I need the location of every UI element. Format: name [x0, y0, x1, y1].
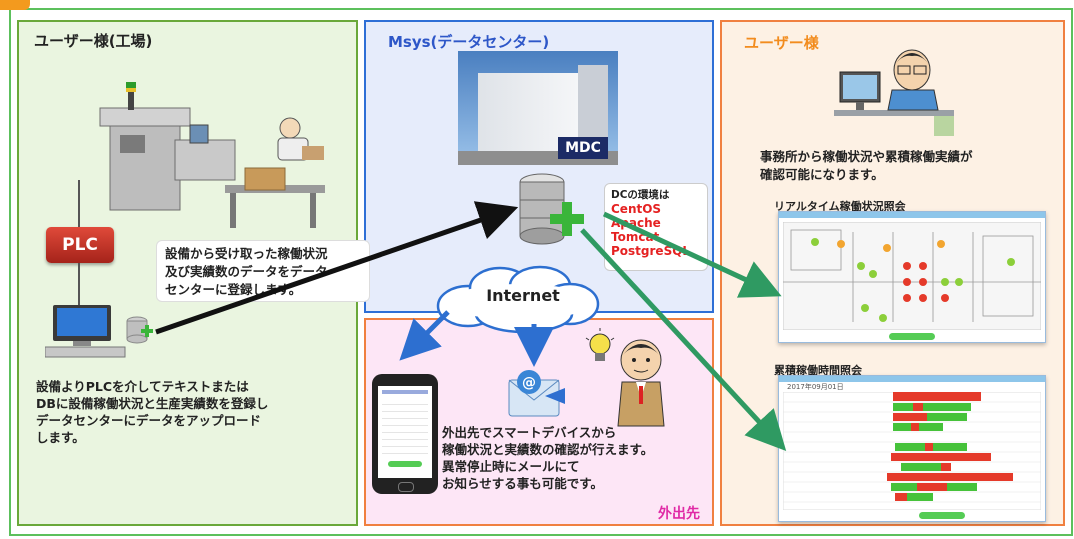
mdc-logo: MDC — [558, 137, 608, 159]
customer-text-line: 事務所から稼働状況や累積稼働実績が — [760, 149, 973, 164]
factory-title: ユーザー様(工場) — [34, 32, 153, 50]
factory-upload-line: データセンターにデータをアップロード — [36, 413, 262, 428]
factory-upload-line: DBに設備稼働状況と生産実績数を登録し — [36, 396, 269, 411]
datacenter-building-photo: MDC — [458, 51, 618, 165]
factory-upload-line: 設備よりPLCを介してテキストまたは — [36, 379, 249, 394]
realtime-screen-mockup — [778, 211, 1046, 343]
factory-upload-text: 設備よりPLCを介してテキストまたは DBに設備稼働状況と生産実績数を登録し デ… — [36, 378, 352, 446]
outside-text-line: 外出先でスマートデバイスから — [442, 425, 617, 440]
factory-machine-illustration — [99, 82, 325, 228]
dc-env-item: CentOS — [611, 202, 662, 216]
outside-title: 外出先 — [658, 506, 700, 522]
connector-line — [78, 263, 80, 309]
dc-env-title: DCの環境は — [611, 189, 670, 201]
factory-upload-line: します。 — [36, 430, 85, 445]
dc-env-item: PostgreSQL — [611, 244, 691, 258]
realtime-title: リアルタイム稼働状況照会 — [774, 200, 906, 213]
dc-env-item: Tomcat — [611, 230, 660, 244]
cumulative-screen-mockup: 2017年09月01日 — [778, 375, 1046, 522]
outside-text: 外出先でスマートデバイスから 稼働状況と実績数の確認が行えます。 異常停止時にメ… — [442, 424, 712, 492]
factory-callout-line: 及び実績数のデータをデータ — [165, 264, 328, 279]
datacenter-title: Msys(データセンター) — [388, 33, 550, 51]
dc-environment-box: DCの環境は CentOS Apache Tomcat PostgreSQL — [604, 183, 708, 271]
factory-callout-line: センターに登録します。 — [165, 282, 302, 297]
customer-text-line: 確認可能になります。 — [760, 167, 884, 182]
database-server-icon — [519, 173, 584, 245]
gantt-chart-image — [783, 392, 1041, 510]
internet-label: Internet — [486, 286, 560, 305]
email-icon: @ — [508, 370, 565, 417]
svg-text:@: @ — [522, 375, 536, 391]
floor-map-image — [783, 222, 1041, 330]
customer-text: 事務所から稼働状況や累積稼働実績が 確認可能になります。 — [760, 148, 1060, 184]
customer-title: ユーザー様 — [744, 34, 819, 52]
factory-callout: 設備から受け取った稼働状況 及び実績数のデータをデータ センターに登録します。 — [156, 240, 370, 302]
outside-text-line: お知らせする事も可能です。 — [442, 476, 604, 491]
dc-env-item: Apache — [611, 216, 661, 230]
pc-database-icon — [45, 305, 153, 358]
corner-tab — [0, 0, 30, 10]
outside-text-line: 稼働状況と実績数の確認が行えます。 — [442, 442, 654, 457]
factory-callout-line: 設備から受け取った稼働状況 — [165, 246, 328, 261]
connector-line — [78, 180, 80, 227]
cumulative-title: 累積稼働時間照会 — [774, 364, 862, 377]
smartphone-icon — [372, 374, 438, 494]
cumulative-date: 2017年09月01日 — [787, 383, 844, 391]
plc-badge: PLC — [46, 227, 114, 263]
outside-text-line: 異常停止時にメールにて — [442, 459, 580, 474]
businessman-icon — [617, 339, 665, 427]
office-worker-icon — [834, 49, 954, 136]
